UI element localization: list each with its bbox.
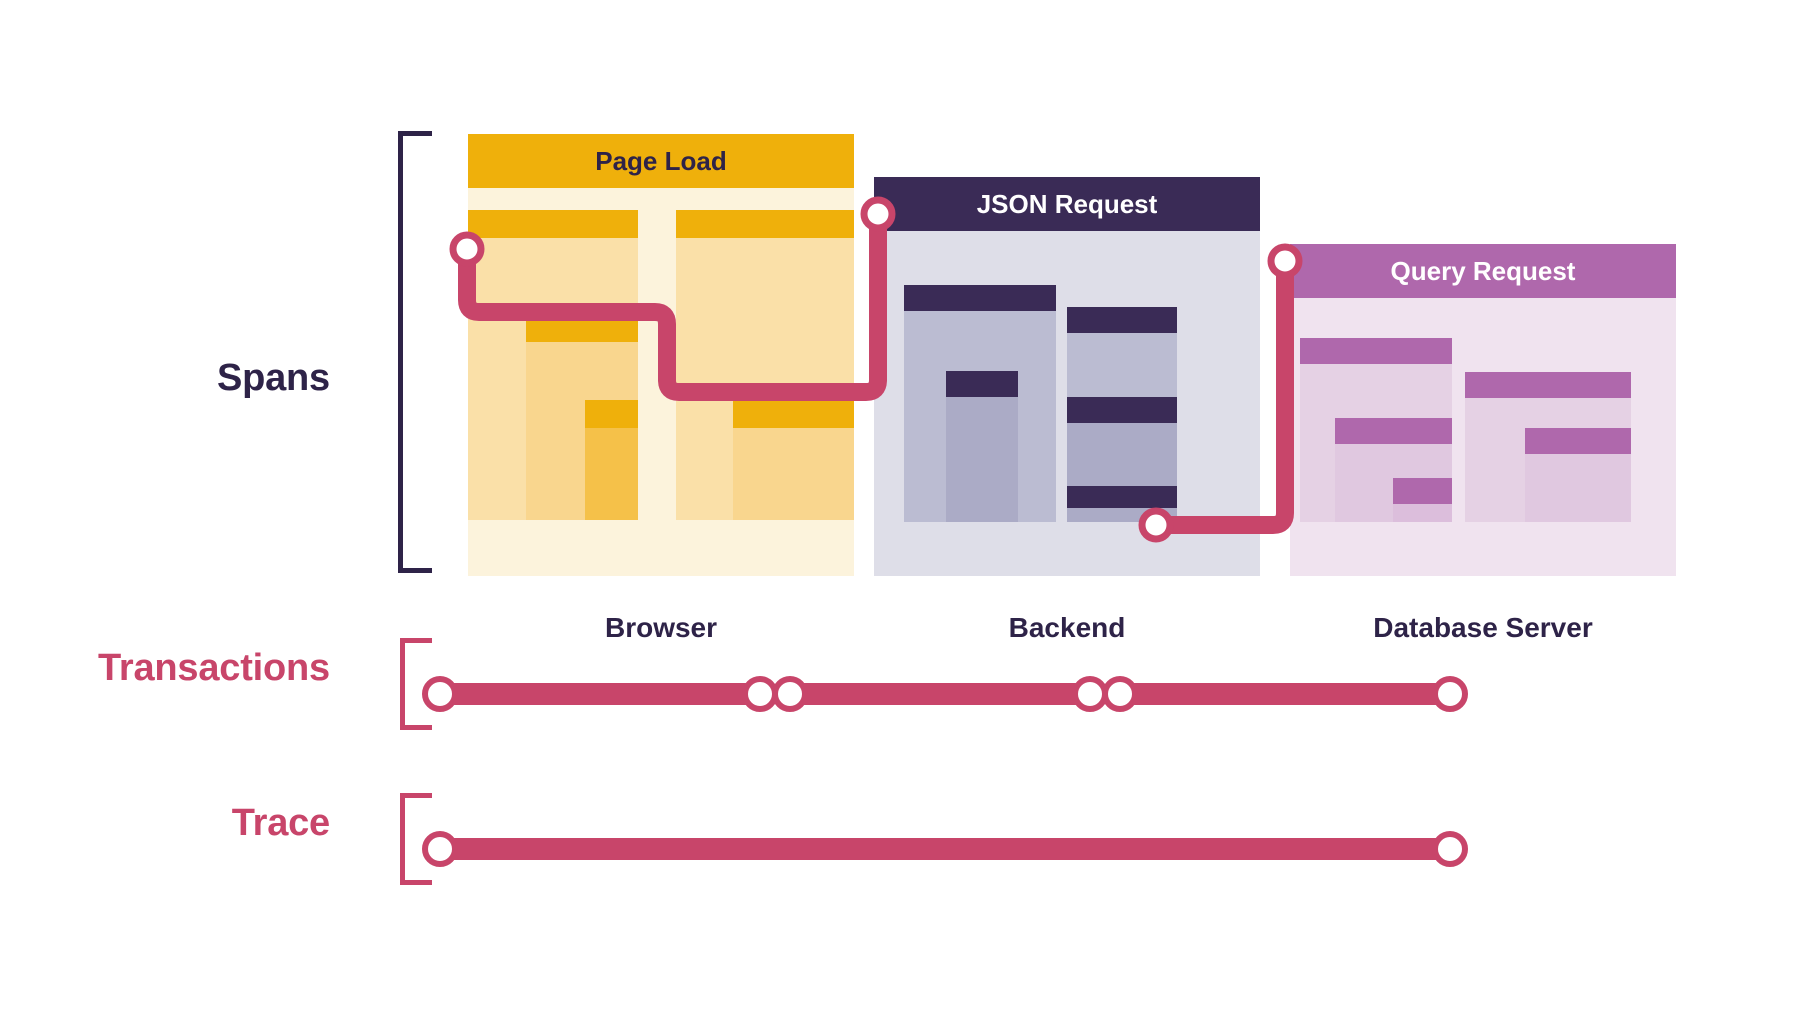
bracket-trace	[400, 793, 432, 885]
trace-timeline	[0, 831, 1800, 875]
backend-span-1-cap	[904, 285, 1056, 311]
transaction-browser	[440, 683, 760, 705]
service-caption-browser: Browser	[604, 612, 718, 643]
trace-bar	[440, 838, 1450, 860]
database-span-3-cap	[1393, 478, 1452, 504]
browser-span-5	[733, 400, 854, 520]
bracket-transactions	[400, 638, 432, 730]
service-caption-backend: Backend	[1008, 612, 1126, 643]
database-span-5-cap	[1525, 428, 1631, 454]
trace-node-end	[1432, 831, 1468, 867]
row-label-transactions: Transactions	[97, 647, 330, 689]
backend-span-5	[1067, 486, 1177, 522]
backend-span-4-cap	[1067, 397, 1177, 423]
browser-span-2-cap	[526, 314, 638, 342]
browser-span-1-cap	[468, 210, 638, 238]
backend-span-2	[946, 371, 1018, 522]
transactions-timeline	[0, 676, 1800, 720]
transaction-node-database-start	[1102, 676, 1138, 712]
backend-span-2-cap	[946, 371, 1018, 397]
browser-span-3	[585, 400, 638, 520]
database-span-2-cap	[1335, 418, 1452, 444]
database-span-1-cap	[1300, 338, 1452, 364]
transaction-node-database-end	[1432, 676, 1468, 712]
trace-node-start	[422, 831, 458, 867]
transaction-node-backend-start	[772, 676, 808, 712]
backend-span-3-cap	[1067, 307, 1177, 333]
backend-span-5-cap	[1067, 486, 1177, 508]
span-header-query-request: Query Request	[1290, 244, 1676, 298]
row-label-trace: Trace	[231, 802, 331, 844]
span-body-browser	[468, 188, 854, 576]
service-caption-database: Database Server	[1373, 612, 1593, 643]
transaction-database	[1120, 683, 1450, 705]
browser-span-4-cap	[676, 210, 854, 238]
transaction-node-browser-start	[422, 676, 458, 712]
browser-span-3-cap	[585, 400, 638, 428]
transaction-backend	[790, 683, 1090, 705]
span-body-database	[1290, 298, 1676, 576]
span-body-backend	[874, 231, 1260, 576]
bracket-spans	[398, 131, 432, 573]
database-span-4-cap	[1465, 372, 1631, 398]
database-span-3	[1393, 478, 1452, 522]
database-span-5	[1525, 428, 1631, 522]
span-header-json-request: JSON Request	[874, 177, 1260, 231]
browser-span-5-cap	[733, 400, 854, 428]
row-label-spans: Spans	[216, 357, 330, 399]
span-header-page-load: Page Load	[468, 134, 854, 188]
